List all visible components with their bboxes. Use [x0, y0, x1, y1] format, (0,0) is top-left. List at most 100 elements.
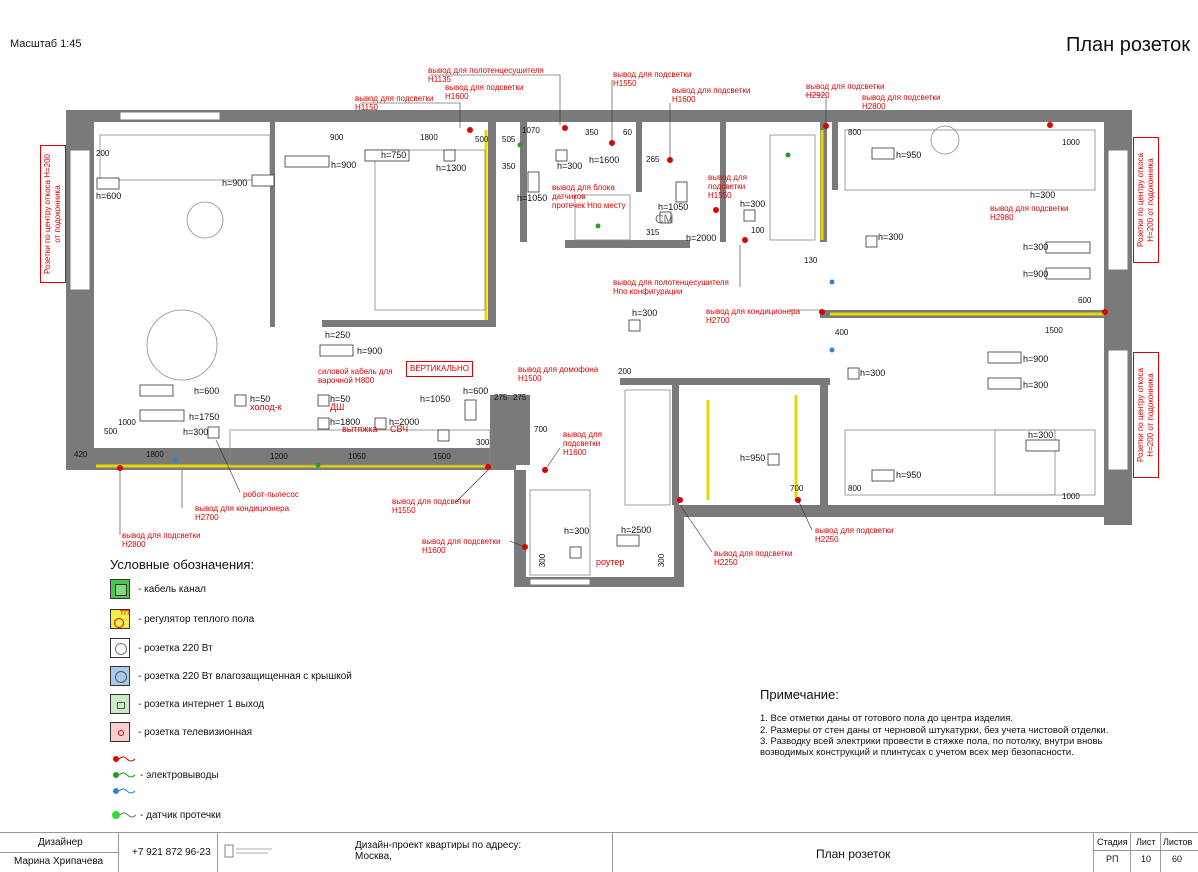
- height-label: h=300: [740, 199, 766, 209]
- label-light-h2250a: вывод для подсветки H2250: [815, 526, 894, 544]
- label-light-h2800b: вывод для подсветки H2800: [122, 531, 201, 549]
- dimension: 420: [74, 450, 88, 459]
- socket-icon: [110, 638, 130, 658]
- label-hob-cable: силовой кабель для варочной H800: [318, 367, 393, 385]
- height-label: h=2500: [621, 525, 652, 535]
- dimension: 1800: [420, 133, 438, 142]
- designer-label: Дизайнер: [38, 837, 83, 848]
- label-light-h1550c: вывод для подсветки H1550: [392, 497, 471, 515]
- label-wm: СМ: [655, 212, 674, 226]
- height-label: h=300: [860, 368, 886, 378]
- height-label: h=300: [183, 427, 209, 437]
- height-label: h=600: [194, 386, 220, 396]
- scale-label: Масштаб 1:45: [10, 38, 82, 50]
- dimension: 800: [848, 128, 862, 137]
- dimension: 500: [475, 135, 489, 144]
- height-label: h=900: [222, 178, 248, 188]
- sheet-label: Лист: [1136, 837, 1156, 847]
- floor-heating-regulator-icon: ТП: [110, 609, 130, 629]
- height-label: h=1800: [330, 417, 361, 427]
- height-label: h=2000: [686, 233, 717, 243]
- floor-plan: [66, 74, 1132, 587]
- dimension: 1500: [1045, 326, 1063, 335]
- sheet-title: План розеток: [816, 847, 891, 861]
- leak-sensor-icon: [112, 811, 137, 819]
- dimension: 275: [494, 393, 508, 402]
- label-ac-h2700b: вывод для кондиционера H2700: [195, 504, 290, 522]
- label-ac-h2700a: вывод для кондиционера H2700: [706, 307, 801, 325]
- dimension: 800: [848, 484, 862, 493]
- legend-item: - датчик протечки: [110, 805, 221, 825]
- dimension: 130: [804, 256, 818, 265]
- label-light-h2250b: вывод для подсветки H2250: [714, 549, 793, 567]
- label-light-h1600c: вывод для подсветки H1600: [563, 430, 602, 457]
- dimension: 350: [585, 128, 599, 137]
- internet-socket-icon: [110, 694, 130, 714]
- stage-label: Стадия: [1097, 837, 1128, 847]
- dimension: 900: [330, 133, 344, 142]
- legend-item: - розетка телевизионная: [110, 722, 252, 742]
- height-label: h=1050: [658, 202, 689, 212]
- project-label: Дизайн-проект квартиры по адресу:: [355, 840, 522, 851]
- legend-item: ТП - регулятор теплого пола: [110, 609, 254, 629]
- side-note-right-top: Розетки по центру откоса Н=200 от подоко…: [1133, 137, 1159, 263]
- label-light-h1150: вывод для подсветки H1150: [355, 94, 434, 112]
- label-mw: СВЧ: [390, 424, 409, 434]
- dimension: 400: [835, 328, 849, 337]
- legend-item: - розетка 220 Вт влагозащищенная с крышк…: [110, 666, 352, 686]
- height-label: h=950: [896, 150, 922, 160]
- height-label: h=300: [1028, 430, 1054, 440]
- label-towel-top: вывод для полотенцесушителя H1135: [428, 66, 544, 84]
- sheet-value: 10: [1141, 854, 1152, 864]
- label-intercom: вывод для домофона H1500: [518, 365, 599, 383]
- label-light-h2800a: вывод для подсветки H2800: [862, 93, 941, 111]
- sheets-label: Листов: [1163, 837, 1193, 847]
- dimension: 505: [502, 135, 516, 144]
- dimension: 1500: [433, 452, 451, 461]
- side-note-left: Розетки по центру откоса Н=200 от подоко…: [40, 145, 66, 283]
- height-label: h=600: [463, 386, 489, 396]
- dimension: 600: [1078, 296, 1092, 305]
- height-label: h=300: [632, 308, 658, 318]
- height-label: h=950: [740, 453, 766, 463]
- height-label: h=300: [557, 161, 583, 171]
- height-label: h=1300: [436, 163, 467, 173]
- label-light-h1550a: вывод для подсветки H1550: [613, 70, 692, 88]
- legend-item: - кабель канал: [110, 579, 206, 599]
- label-towel-conf: вывод для полотенцесушителя Hпо конфигур…: [613, 278, 729, 296]
- height-label: h=300: [1030, 190, 1056, 200]
- height-label: h=300: [1023, 380, 1049, 390]
- label-dw: ДШ: [330, 402, 345, 412]
- label-light-h2920: вывод для подсветки H2920: [806, 82, 885, 100]
- dimension: 300: [538, 553, 548, 568]
- height-label: h=600: [96, 191, 122, 201]
- height-label: h=900: [331, 160, 357, 170]
- stage-value: РП: [1106, 854, 1119, 864]
- dimension: 700: [534, 425, 548, 434]
- dimension: 500: [104, 427, 118, 436]
- note-line: 3. Разводку всей электрики провести в ст…: [760, 736, 1103, 747]
- dimension: 1050: [348, 452, 366, 461]
- legend-title: Условные обозначения:: [110, 557, 255, 572]
- project-city: Москва,: [355, 851, 392, 862]
- cable-channel-icon: [110, 579, 130, 599]
- height-label: h=300: [878, 232, 904, 242]
- dimension: 1800: [146, 450, 164, 459]
- note-line: 2. Размеры от стен даны от черновой штук…: [760, 725, 1109, 736]
- legend-item: - электровыводы: [110, 753, 219, 798]
- dimension: 200: [96, 149, 110, 158]
- label-hood: вытяжка: [342, 424, 378, 434]
- label-robot: робот-пылесос: [243, 490, 299, 499]
- label-leak-block: вывод для блока датчиков протечек Hпо ме…: [552, 183, 626, 210]
- legend-item: - розетка 220 Вт: [110, 638, 213, 658]
- height-label: h=1050: [517, 193, 548, 203]
- dimension: 275: [513, 393, 527, 402]
- height-label: h=300: [564, 526, 590, 536]
- designer-phone: +7 921 872 96-23: [132, 847, 211, 858]
- height-label: h=300: [1023, 242, 1049, 252]
- waterproof-socket-icon: [110, 666, 130, 686]
- dimension: 100: [751, 226, 765, 235]
- dimension: 1000: [1062, 138, 1080, 147]
- dimension: 700: [790, 484, 804, 493]
- note-line: возводимых конструкций и плинтусах с уче…: [760, 747, 1074, 758]
